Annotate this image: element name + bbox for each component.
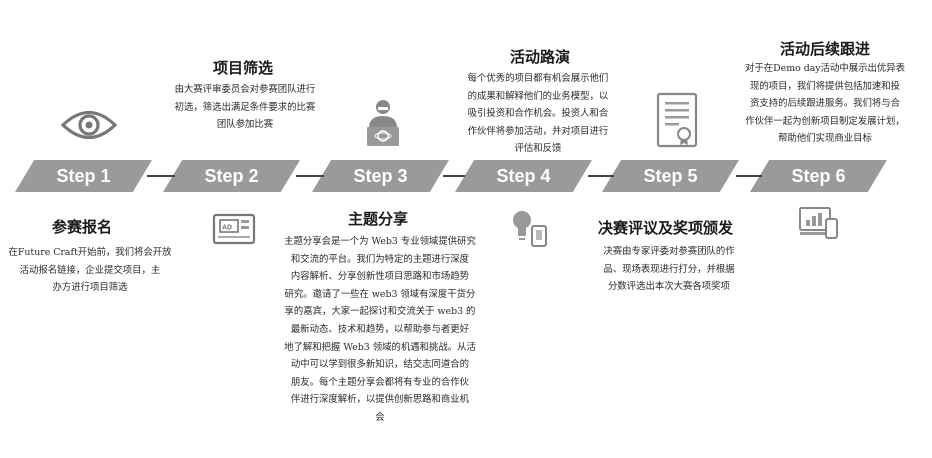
step-4-arrow: Step 4 — [455, 160, 592, 192]
step-6-description: 对于在Demo day活动中展示出优异表 现的项目，我们将提供包括加速和投 资支… — [745, 63, 905, 145]
ad-screen-icon: AD — [212, 212, 256, 252]
presenter-icon — [363, 98, 403, 152]
eye-icon — [60, 106, 118, 148]
step-1-title: 参赛报名 — [52, 218, 113, 236]
connector-3-4 — [443, 175, 465, 177]
step-6-title: 活动后续跟进 — [780, 40, 871, 58]
step-2-arrow: Step 2 — [163, 160, 300, 192]
step-5-description: 决赛由专家评委对参赛团队的作 品、现场表现进行打分，并根据 分数评选出本次大赛各… — [603, 246, 735, 293]
step-1-label: Step 1 — [56, 165, 111, 186]
step-1-description: 在Future Craft开始前，我们将会开放 活动报名链接，企业提交项目，主 … — [8, 247, 172, 294]
step-6-arrow: Step 6 — [750, 160, 887, 192]
connector-4-5 — [588, 175, 614, 177]
step-3-description: 主题分享会是一个为 Web3 专业领域提供研究 和交流的平台。我们为特定的主题进… — [284, 236, 476, 423]
svg-text:AD: AD — [222, 225, 232, 232]
step-3-title: 主题分享 — [348, 210, 409, 228]
step-3-arrow: Step 3 — [312, 160, 449, 192]
lightbulb-devices-icon — [510, 208, 550, 254]
step-4-description: 每个优秀的项目都有机会展示他们 的成果和解释他们的业务模型，以 吸引投资和合作机… — [467, 73, 609, 155]
step-2-label: Step 2 — [204, 165, 259, 186]
step-3-label: Step 3 — [353, 165, 408, 186]
step-2-description: 由大赛评审委员会对参赛团队进行 初选，筛选出满足条件要求的比赛 团队参加比赛 — [174, 84, 316, 131]
connector-2-3 — [296, 175, 324, 177]
step-2-title: 项目筛选 — [213, 59, 274, 77]
step-1-arrow: Step 1 — [15, 160, 152, 192]
step-5-label: Step 5 — [643, 165, 698, 186]
step-4-label: Step 4 — [496, 165, 551, 186]
devices-chart-icon — [798, 205, 840, 245]
step-6-label: Step 6 — [791, 165, 846, 186]
step-5-title: 决赛评议及奖项颁发 — [598, 219, 734, 237]
certificate-icon — [655, 92, 699, 152]
connector-5-6 — [736, 175, 762, 177]
connector-1-2 — [147, 175, 175, 177]
step-5-arrow: Step 5 — [602, 160, 739, 192]
step-4-title: 活动路演 — [510, 48, 571, 66]
